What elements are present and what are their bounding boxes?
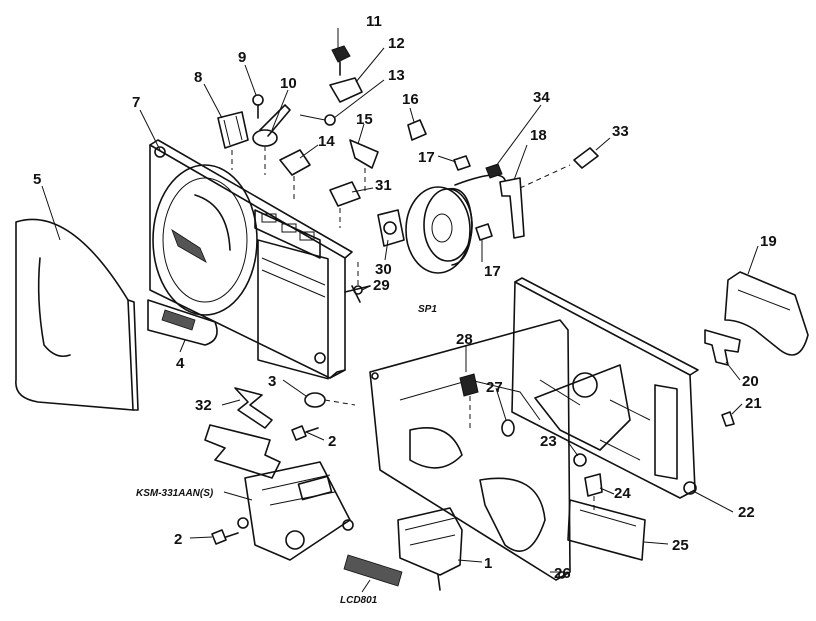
part-clip-21 xyxy=(721,411,735,427)
part-lower-bracket xyxy=(147,299,218,346)
part-lever-10 xyxy=(252,104,291,175)
part-clip-31 xyxy=(329,181,361,228)
callout-23: 23 xyxy=(540,433,557,450)
part-clip-24 xyxy=(584,473,603,512)
part-bracket-20 xyxy=(704,329,741,366)
callout-17b: 17 xyxy=(484,263,501,280)
part-foot-3 xyxy=(304,392,356,408)
part-rear-cabinet xyxy=(511,277,699,499)
callout-20: 20 xyxy=(742,373,759,390)
ref-ksm: KSM-331AAN(S) xyxy=(136,488,214,499)
part-main-pcb xyxy=(369,319,571,581)
part-bracket-18 xyxy=(499,164,571,239)
callout-12: 12 xyxy=(388,35,405,52)
part-spring-12 xyxy=(329,77,363,103)
part-speaker xyxy=(405,174,506,274)
part-connector-34 xyxy=(485,163,503,179)
ref-lcd: LCD801 xyxy=(340,595,378,606)
callout-29: 29 xyxy=(373,277,390,294)
callout-14: 14 xyxy=(318,133,335,150)
part-battery-cover xyxy=(724,271,809,356)
callout-labels: 5 7 8 9 10 11 12 13 14 15 16 17 18 34 33… xyxy=(33,13,777,606)
callout-13: 13 xyxy=(388,67,405,84)
part-screw-2b xyxy=(211,529,239,545)
leader-lines xyxy=(41,28,759,593)
callout-2b: 2 xyxy=(174,531,182,548)
part-pad-17b xyxy=(475,223,493,241)
callout-4: 4 xyxy=(176,355,185,372)
callout-28: 28 xyxy=(456,331,473,348)
callout-3: 3 xyxy=(268,373,276,390)
part-component-27 xyxy=(501,419,515,437)
callout-31: 31 xyxy=(375,177,392,194)
part-connector-17a xyxy=(453,155,471,171)
part-screw-2a xyxy=(291,425,319,441)
part-screw-23 xyxy=(573,453,587,467)
callout-30: 30 xyxy=(375,261,392,278)
callout-34: 34 xyxy=(533,89,550,106)
callout-18: 18 xyxy=(530,127,547,144)
part-knob-11 xyxy=(331,45,351,76)
part-washer-13 xyxy=(299,114,336,126)
part-hinge-bracket xyxy=(217,111,249,170)
part-button-16 xyxy=(407,119,427,141)
callout-9: 9 xyxy=(238,49,246,66)
callout-19: 19 xyxy=(760,233,777,250)
callout-15: 15 xyxy=(356,111,373,128)
part-board-25 xyxy=(567,499,646,561)
callout-25: 25 xyxy=(672,537,689,554)
part-strap-32 xyxy=(234,387,273,429)
callout-7: 7 xyxy=(132,94,140,111)
ref-sp1: SP1 xyxy=(418,304,437,315)
callout-16: 16 xyxy=(402,91,419,108)
part-screw-29 xyxy=(344,262,371,303)
part-switch-14 xyxy=(279,149,311,200)
part-bracket-1 xyxy=(397,507,463,591)
callout-27: 27 xyxy=(486,379,503,396)
callout-11: 11 xyxy=(366,13,382,30)
part-front-panel xyxy=(15,218,139,411)
part-front-cabinet xyxy=(149,139,353,380)
callout-24: 24 xyxy=(614,485,631,502)
part-connector-33 xyxy=(573,147,599,169)
callout-22: 22 xyxy=(738,504,755,521)
callout-8: 8 xyxy=(194,69,202,86)
callout-2a: 2 xyxy=(328,433,336,450)
callout-21: 21 xyxy=(745,395,762,412)
part-cd-mechanism xyxy=(204,424,354,561)
part-screw-9 xyxy=(252,94,264,119)
callout-10: 10 xyxy=(280,75,297,92)
callout-32: 32 xyxy=(195,397,212,414)
part-lcd xyxy=(343,554,403,587)
part-bracket-30 xyxy=(377,209,405,247)
callout-26: 26 xyxy=(554,565,571,582)
callout-17a: 17 xyxy=(418,149,435,166)
callout-33: 33 xyxy=(612,123,629,140)
callout-5: 5 xyxy=(33,171,41,188)
part-clip-15 xyxy=(349,139,379,195)
part-connector-28 xyxy=(459,373,479,430)
callout-1: 1 xyxy=(484,555,492,572)
